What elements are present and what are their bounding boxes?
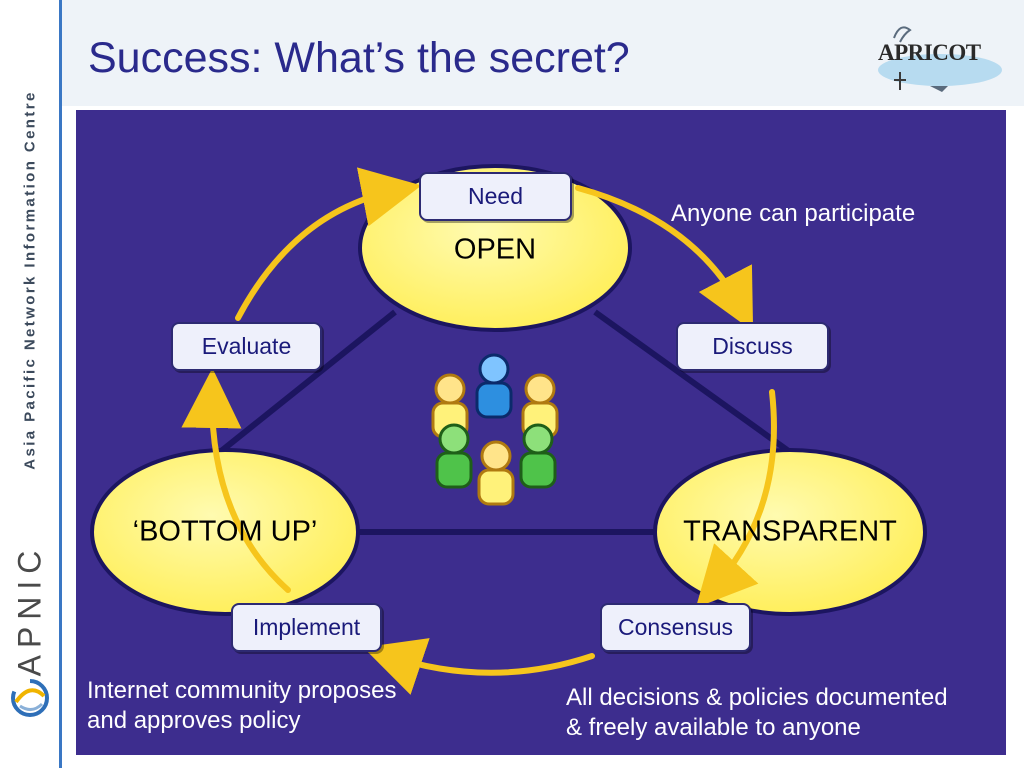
slide-title: Success: What’s the secret? [88, 34, 630, 82]
principle-bottom-up-label: ‘BOTTOM UP’ [132, 515, 318, 548]
bottom-up-ellipse [90, 448, 360, 616]
person-icon [521, 373, 559, 439]
step-need: Need [419, 172, 572, 221]
arrow-consensus-to-implement [363, 638, 595, 695]
person-icon [477, 440, 515, 506]
note-bottom-up: Internet community proposes and approves… [87, 676, 396, 736]
apricot-logo-icon [878, 26, 1002, 92]
step-consensus: Consensus [600, 603, 751, 652]
step-implement: Implement [231, 603, 382, 652]
arrow-discuss-to-consensus [695, 389, 777, 608]
note-bottom-up-line: and approves policy [87, 707, 301, 734]
principle-transparent-label: TRANSPARENT [683, 515, 897, 548]
person-icon [519, 423, 557, 489]
apnic-sidebar: Asia Pacific Network Information Centre … [0, 0, 60, 768]
note-open: Anyone can participate [671, 200, 916, 227]
step-discuss: Discuss [676, 322, 829, 371]
cycle-arrows [181, 167, 777, 695]
arrow-need-to-discuss [575, 185, 754, 332]
note-transparent: All decisions & policies documented & fr… [566, 683, 948, 743]
arrow-evaluate-to-need [235, 167, 422, 321]
sidebar-divider [59, 0, 62, 768]
person-icon [435, 423, 473, 489]
note-transparent-line: All decisions & policies documented [566, 684, 948, 711]
apnic-swirl-icon [11, 679, 49, 717]
note-bottom-up-line: Internet community proposes [87, 677, 397, 704]
triangle-connector [218, 309, 792, 535]
person-icon [475, 353, 513, 419]
title-band [62, 0, 1024, 106]
note-transparent-line: & freely available to anyone [566, 714, 861, 741]
apricot-logo-text: APRICOT [878, 40, 981, 65]
principle-open-label: OPEN [453, 233, 537, 266]
step-evaluate: Evaluate [171, 322, 322, 371]
people-group-icon [431, 353, 559, 506]
arrow-implement-to-evaluate [181, 368, 291, 593]
